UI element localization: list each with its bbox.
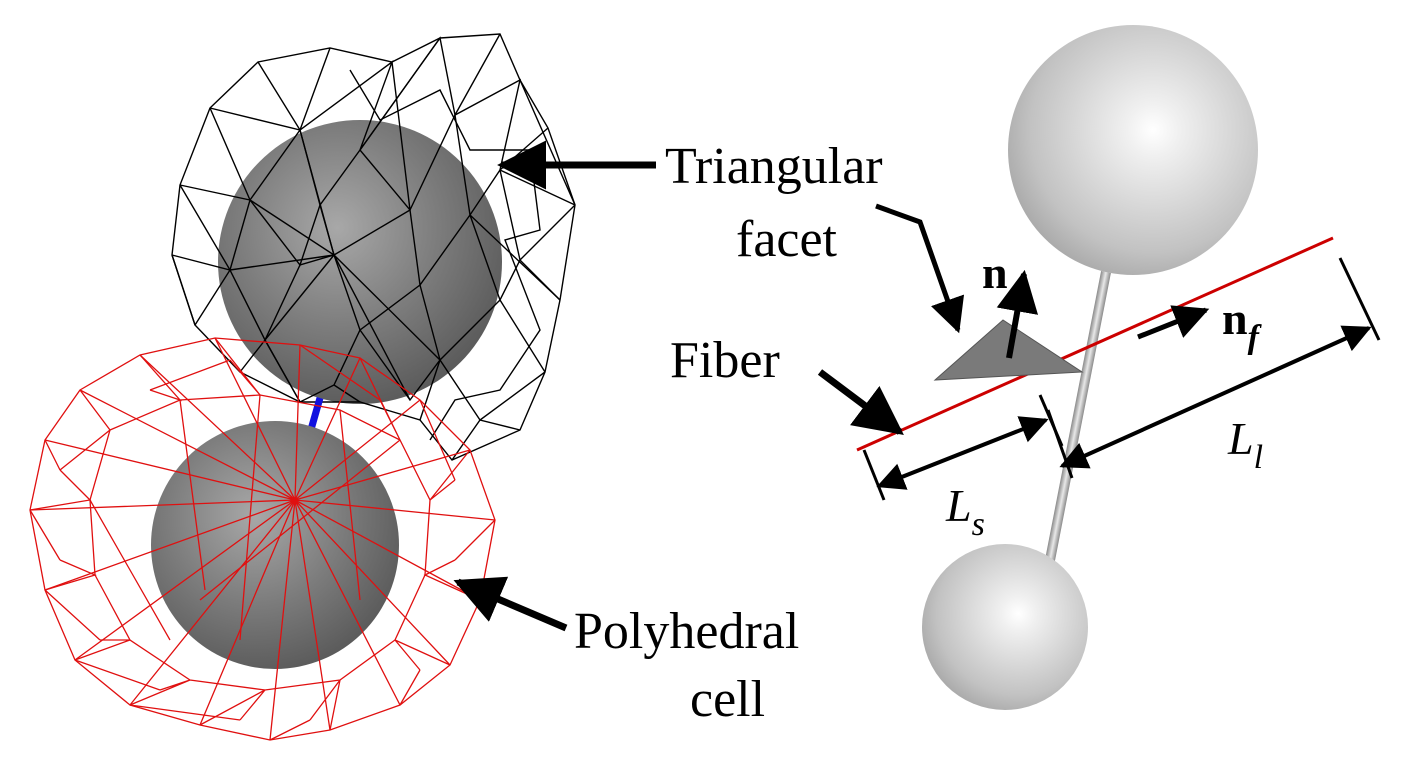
upper-particle-group: [171, 33, 576, 461]
upper-particle-sphere: [218, 120, 502, 404]
facet-normal-arrow: [996, 269, 1039, 359]
short-length-extension-left: [862, 449, 886, 501]
fiber-label: Fiber: [670, 332, 780, 389]
connecting-rod: [1043, 271, 1111, 568]
upper-polyhedral-cell-wireframe: [171, 33, 576, 461]
facet-normal-symbol: n: [982, 247, 1008, 298]
bottom-particle-sphere: [922, 544, 1088, 710]
fiber-line: [856, 236, 1334, 452]
polyhedral-cell-pointer-arrow: [453, 576, 568, 632]
lower-particle-sphere: [151, 421, 399, 669]
fiber-normal-arrow: [1137, 305, 1210, 340]
top-particle-sphere: [1008, 25, 1258, 275]
polyhedral-cell-label-line1: Polyhedral: [574, 603, 799, 660]
polyhedral-cell-label-line2: cell: [690, 671, 765, 728]
short-length-symbol: Ls: [945, 480, 985, 543]
lower-polyhedral-cell-wireframe: [29, 337, 496, 741]
triangular-facet-label-line2: facet: [736, 211, 838, 268]
long-length-symbol: Ll: [1227, 413, 1263, 476]
facet-pointer-arrow: [875, 203, 965, 334]
fiber-normal-symbol: nf: [1222, 293, 1263, 356]
lower-particle-group: [29, 337, 496, 741]
long-length-dimension-arrow: [1059, 325, 1372, 469]
fiber-pointer-arrow: [817, 369, 904, 435]
long-length-extension-right: [1338, 257, 1381, 341]
short-length-dimension-arrow: [876, 416, 1049, 490]
triangular-facet-label-line1: Triangular: [665, 138, 883, 195]
